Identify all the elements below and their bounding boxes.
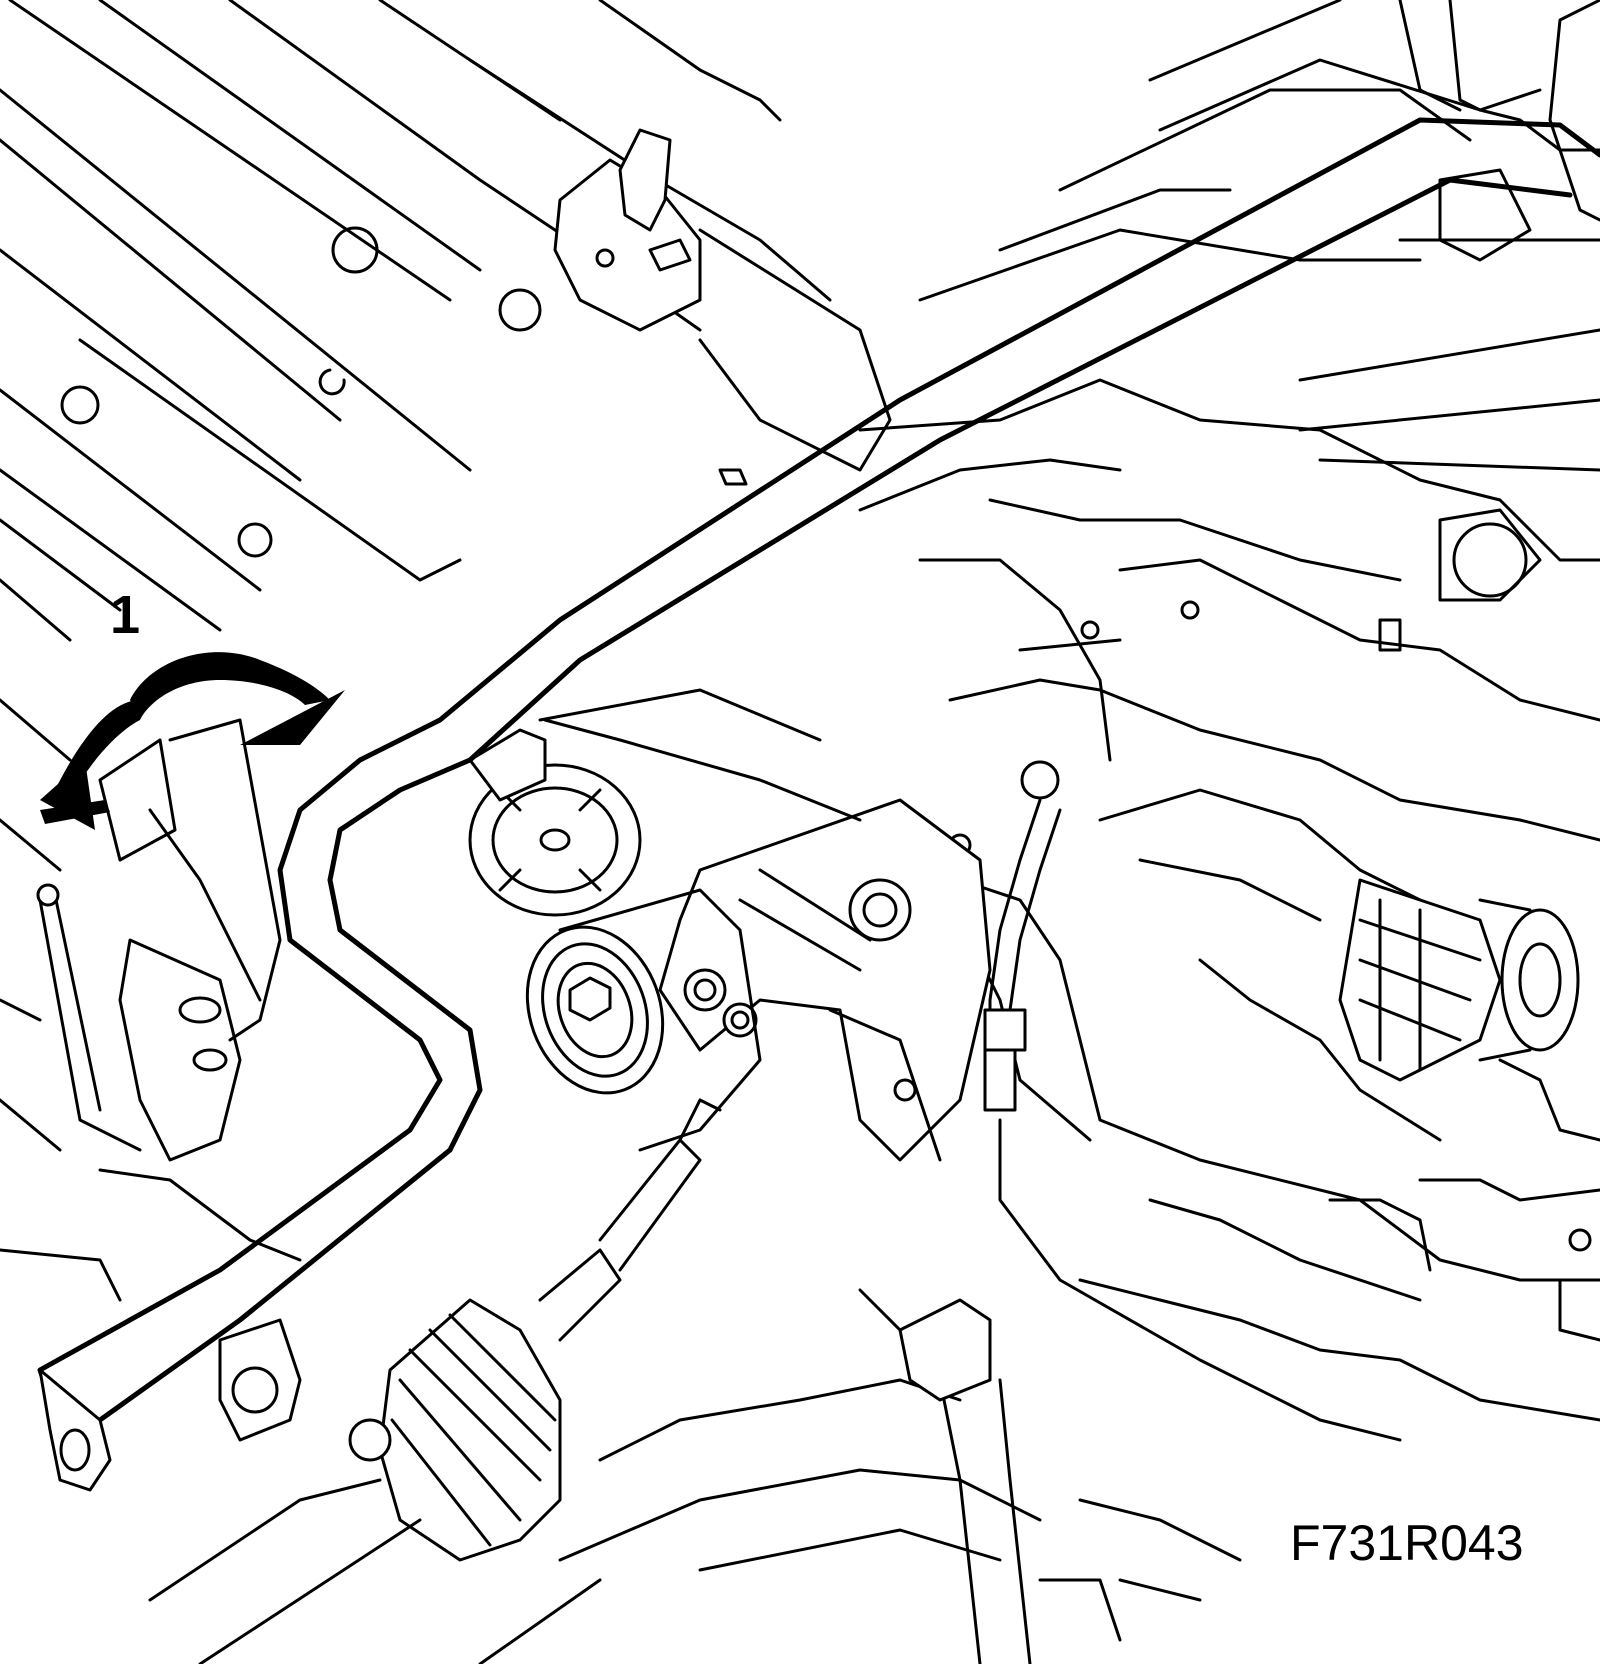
- callout-label-1: 1: [110, 585, 141, 645]
- end-link-socket: [468, 688, 862, 917]
- clip-bracket-top: [553, 128, 892, 472]
- lower-frame-rails: [148, 1288, 1242, 1664]
- hub-assembly: [1338, 878, 1580, 1082]
- control-arm-bracket: [658, 798, 992, 1162]
- stabilizer-bushing: [525, 888, 762, 1152]
- stabilizer-bar: [37, 117, 1600, 1492]
- lower-left-bracket: [0, 718, 302, 1442]
- curved-rotate-arrow-icon: [40, 652, 345, 830]
- brake-hose: [983, 760, 1402, 1442]
- figure-code: F731R043: [1290, 1515, 1524, 1571]
- upper-right-frame: [918, 0, 1600, 472]
- steering-boot: [348, 1098, 722, 1562]
- subframe-crossmember: [858, 378, 1600, 1422]
